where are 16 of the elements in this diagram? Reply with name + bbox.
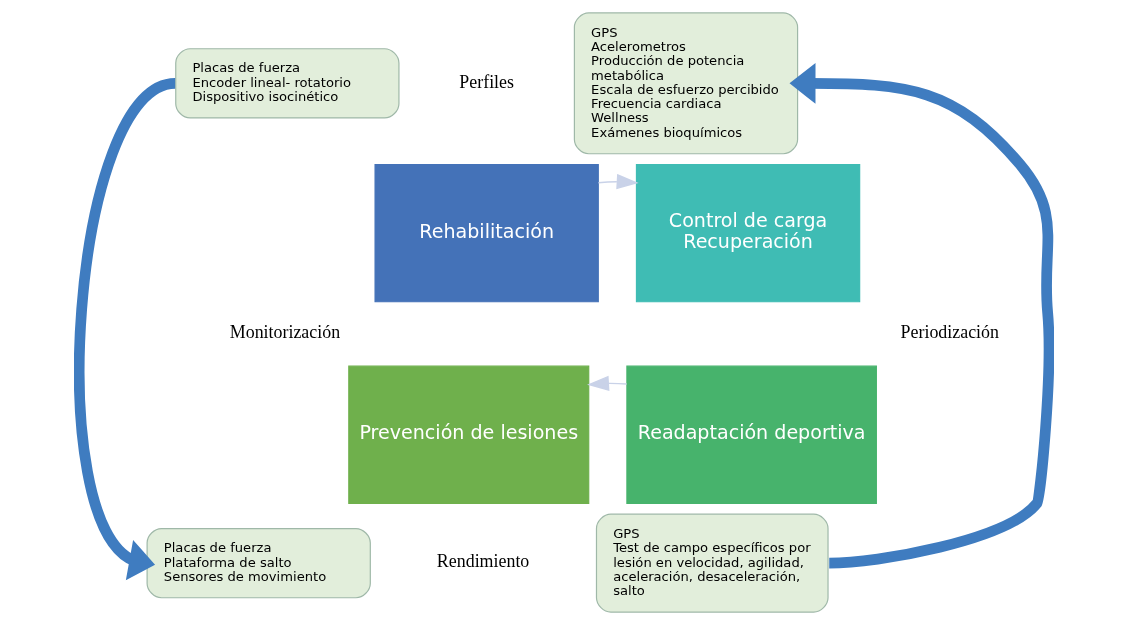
arrow	[789, 62, 1054, 569]
label: Monitorización	[229, 322, 340, 343]
node-box: GPS Test de campo específicos por lesión en velocidad, agilidad, aceleración, desaceleración, salto	[595, 513, 829, 613]
label: Rendimiento	[436, 551, 529, 572]
label: Periodización	[900, 322, 999, 343]
node-box: Placas de fuerza Encoder lineal- rotatorio Dispositivo isocinético	[174, 48, 400, 119]
label: Perfiles	[458, 71, 514, 92]
node-box: Readaptación deportiva	[625, 365, 877, 505]
arrow	[73, 78, 177, 581]
node-box: GPS Acelerometros Producción de potencia metabólica Escala de esfuerzo percibido Frecuencia cardiaca Wellness Exámenes bioquímicos	[573, 12, 798, 155]
node-box: Placas de fuerza Plataforma de salto Sensores de movimiento	[146, 527, 371, 599]
arrow	[586, 375, 627, 392]
node-box: Prevención de lesiones	[347, 365, 589, 505]
node-box: Rehabilitación	[373, 163, 599, 303]
node-box: Control de carga Recuperación	[635, 163, 860, 303]
arrow	[597, 173, 639, 190]
